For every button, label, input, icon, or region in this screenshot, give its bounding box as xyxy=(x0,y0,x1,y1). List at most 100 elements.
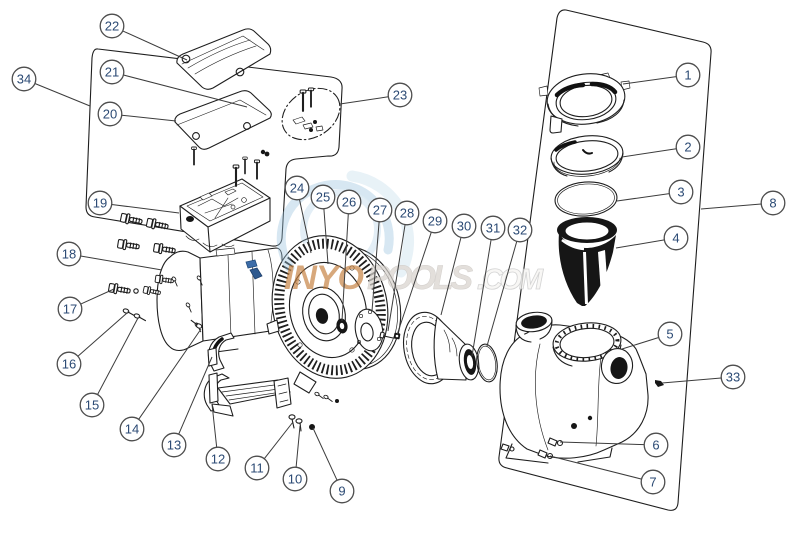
part-slinger-29 xyxy=(393,332,401,340)
callout-leader-9 xyxy=(312,427,338,481)
callout-number-1: 1 xyxy=(684,68,691,83)
callout-number-8: 8 xyxy=(769,196,776,211)
callout-number-32: 32 xyxy=(513,223,527,238)
callout-balloon-10 xyxy=(282,466,308,492)
part-oring-32 xyxy=(476,343,498,383)
callout-leader-23 xyxy=(339,96,389,105)
callout-balloon-33 xyxy=(720,364,746,390)
callout-number-7: 7 xyxy=(649,475,656,490)
callout-balloon-32 xyxy=(507,217,533,243)
callout-number-2: 2 xyxy=(684,140,691,155)
callout-number-17: 17 xyxy=(63,302,77,317)
part-hardware-9-10-11 xyxy=(288,391,339,432)
callout-number-16: 16 xyxy=(62,357,76,372)
callout-leader-8 xyxy=(700,203,762,210)
callout-number-22: 22 xyxy=(105,19,119,34)
callout-number-18: 18 xyxy=(62,247,76,262)
watermark: INYO POOLS .COM xyxy=(276,170,544,297)
callout-balloon-4 xyxy=(663,225,689,251)
part-screw-28 xyxy=(379,331,394,339)
part-shaft-seal-26 xyxy=(336,318,348,334)
part-housing-5 xyxy=(499,311,649,464)
callout-number-14: 14 xyxy=(125,422,139,437)
callout-leader-22 xyxy=(122,30,188,61)
callout-leader-21 xyxy=(123,74,248,108)
callout-number-23: 23 xyxy=(393,88,407,103)
callout-number-34: 34 xyxy=(17,72,31,87)
callout-balloon-27 xyxy=(367,197,393,223)
callout-balloon-25 xyxy=(310,184,336,210)
callout-number-28: 28 xyxy=(400,206,414,221)
callout-balloon-1 xyxy=(675,62,701,88)
callout-layer: 1234567891011121314151617181920212223242… xyxy=(11,13,786,504)
callout-balloon-16 xyxy=(56,351,82,377)
callout-balloon-5 xyxy=(657,321,683,347)
callout-leader-18 xyxy=(80,255,163,271)
callout-number-25: 25 xyxy=(316,190,330,205)
callout-balloon-30 xyxy=(451,213,477,239)
callout-balloon-29 xyxy=(422,208,448,234)
callout-balloon-31 xyxy=(480,215,506,241)
callout-leader-16 xyxy=(77,312,128,357)
callout-balloon-23 xyxy=(387,82,413,108)
callout-leader-27 xyxy=(371,221,380,312)
callout-balloon-12 xyxy=(205,446,231,472)
callout-leader-14 xyxy=(138,328,202,420)
callout-balloon-17 xyxy=(57,296,83,322)
callout-balloon-15 xyxy=(79,392,105,418)
callout-number-30: 30 xyxy=(457,219,471,234)
callout-balloon-21 xyxy=(99,59,125,85)
part-drive-cover-21-20 xyxy=(174,90,272,175)
callout-number-11: 11 xyxy=(250,461,264,476)
callout-number-3: 3 xyxy=(677,185,684,200)
callout-leader-11 xyxy=(263,421,294,460)
callout-balloon-18 xyxy=(56,241,82,267)
callout-leader-34 xyxy=(34,83,91,107)
callout-number-24: 24 xyxy=(290,181,304,196)
callout-leader-32 xyxy=(486,241,518,347)
callout-leader-12 xyxy=(211,403,218,448)
callout-number-12: 12 xyxy=(211,452,225,467)
callout-balloon-20 xyxy=(97,101,123,127)
callout-leader-19 xyxy=(111,204,180,214)
callout-balloon-8 xyxy=(760,190,786,216)
part-lock-ring-1 xyxy=(538,72,631,134)
callout-balloon-24 xyxy=(284,175,310,201)
callout-number-20: 20 xyxy=(103,107,117,122)
callout-leader-17 xyxy=(80,288,115,305)
callout-leader-10 xyxy=(295,425,301,468)
callout-number-27: 27 xyxy=(373,203,387,218)
part-top-cover-22 xyxy=(176,28,272,90)
assembly-outline-34 xyxy=(85,48,343,247)
watermark-dotcom: .COM xyxy=(477,264,544,296)
part-diffuser-ring-31 xyxy=(458,343,480,381)
callout-leader-6 xyxy=(559,441,645,446)
callout-balloon-14 xyxy=(119,416,145,442)
callout-number-15: 15 xyxy=(85,398,99,413)
callout-number-5: 5 xyxy=(666,327,673,342)
callout-number-13: 13 xyxy=(167,438,181,453)
part-control-board-19 xyxy=(116,151,271,257)
callout-leader-20 xyxy=(121,114,177,122)
callout-balloon-6 xyxy=(643,432,669,458)
callout-balloon-22 xyxy=(99,13,125,39)
callout-leader-31 xyxy=(471,239,492,357)
callout-leader-5 xyxy=(621,337,659,350)
part-seal-flange-27 xyxy=(354,308,384,352)
part-plug-33 xyxy=(655,380,664,387)
part-motor-18 xyxy=(107,247,285,353)
callout-number-10: 10 xyxy=(288,472,302,487)
callout-leader-26 xyxy=(341,213,349,322)
part-lid-oring-3 xyxy=(554,181,618,217)
callout-balloon-2 xyxy=(675,134,701,160)
callout-number-33: 33 xyxy=(726,370,740,385)
callout-balloon-28 xyxy=(394,200,420,226)
callout-leader-24 xyxy=(299,199,312,254)
callout-number-21: 21 xyxy=(105,65,119,80)
part-basket-4 xyxy=(557,217,617,306)
callout-balloon-13 xyxy=(161,432,187,458)
callout-leader-30 xyxy=(440,237,462,316)
callout-number-26: 26 xyxy=(342,195,356,210)
